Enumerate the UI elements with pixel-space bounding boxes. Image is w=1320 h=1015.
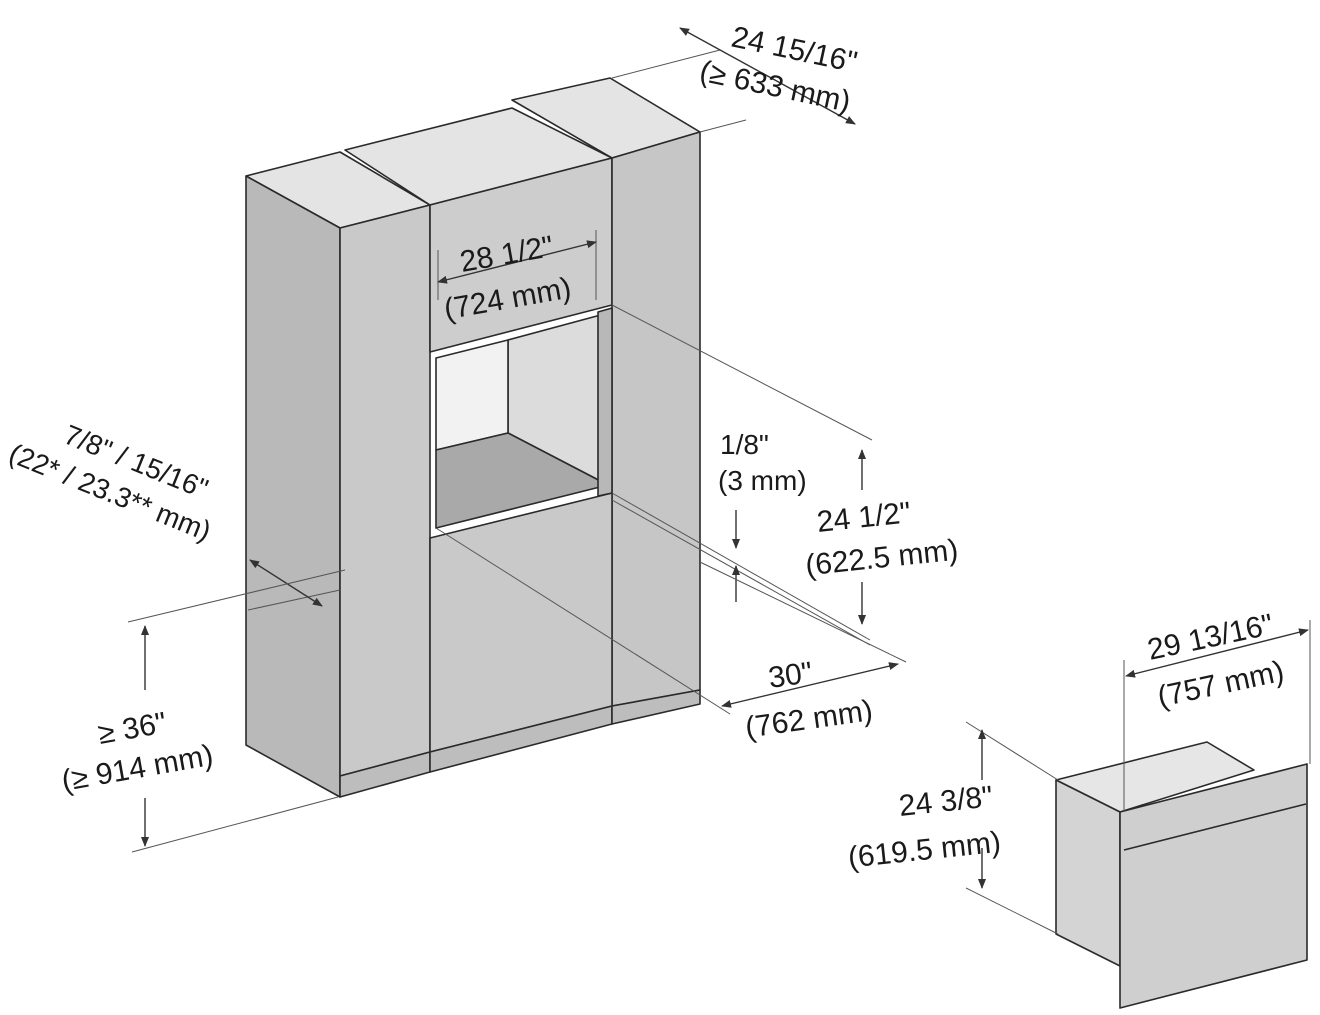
oven-appliance	[1055, 741, 1308, 1009]
tall-cabinet	[245, 77, 701, 798]
niche-height-inch-label: 24 1/2"	[815, 496, 912, 539]
niche-depth-mm-label: (762 mm)	[743, 694, 875, 745]
left-side-panel	[245, 175, 341, 798]
gap-inch-label: 1/8"	[720, 429, 769, 460]
appliance-width-inch-label: 29 13/16"	[1145, 608, 1277, 667]
oven-control-strip	[1123, 803, 1307, 851]
plinth-right	[611, 689, 701, 725]
oven-side	[1055, 779, 1121, 967]
floor-height-inch-label: ≥ 36"	[95, 706, 169, 750]
niche-depth-inch-label: 30"	[766, 656, 814, 695]
niche-left-wall	[435, 339, 509, 451]
dim-gap: 1/8" (3 mm)	[611, 429, 871, 646]
appliance-height-mm-label: (619.5 mm)	[846, 826, 1002, 875]
appliance-height-inch-label: 24 3/8"	[897, 780, 994, 823]
niche-height-mm-label: (622.5 mm)	[804, 534, 960, 583]
gap-mm-label: (3 mm)	[718, 465, 807, 496]
oven-front-panel	[1119, 763, 1308, 1009]
niche-frame-right	[597, 307, 613, 497]
right-front-panel	[611, 131, 701, 707]
floor-height-mm-label: (≥ 914 mm)	[59, 739, 216, 798]
dim-appliance-height: 24 3/8" (619.5 mm)	[846, 721, 1059, 935]
left-front-panel	[339, 204, 431, 777]
